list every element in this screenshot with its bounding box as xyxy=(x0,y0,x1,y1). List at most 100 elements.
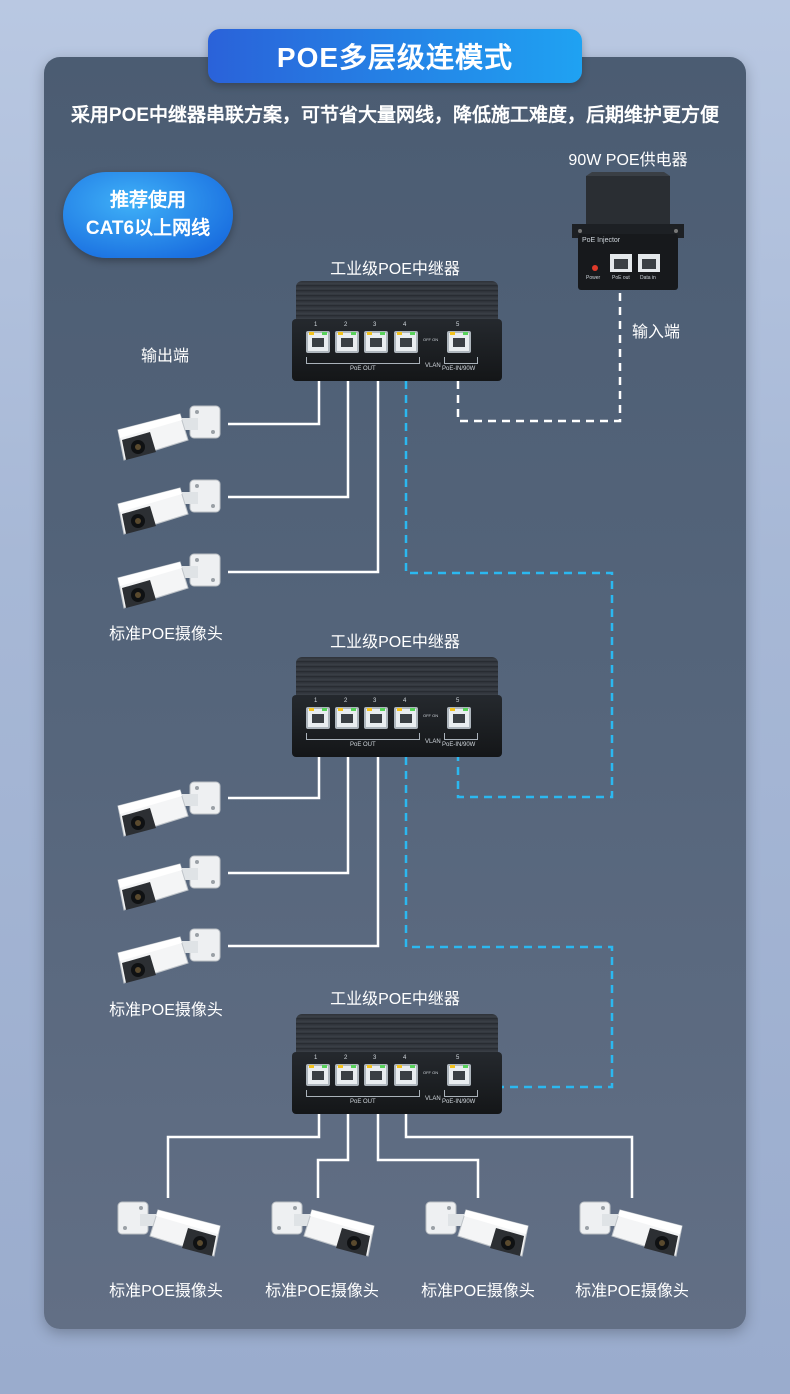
switch-text: OFF ON xyxy=(423,337,439,342)
port-num-5: 5 xyxy=(456,322,460,328)
poe-in-port xyxy=(447,1064,471,1086)
camera-label-4: 标准POE摄像头 xyxy=(265,1283,379,1300)
cable-r3-cam1 xyxy=(166,1114,321,1198)
repeater-1: 1 2 3 4 5 PoE OUT PoE-IN/90W OFF ON VLAN xyxy=(292,281,502,381)
cable-r3-cam4 xyxy=(404,1114,634,1198)
camera-icon xyxy=(416,1196,536,1266)
repeater-1-label: 工业级POE中继器 xyxy=(330,261,460,278)
poe-camera xyxy=(110,776,230,846)
vlan-text: VLAN xyxy=(425,363,441,369)
poe-out-port-3 xyxy=(364,707,388,729)
poe-out-port-3 xyxy=(364,331,388,353)
recommend-line-1: 推荐使用 xyxy=(109,190,186,211)
poe-in-port xyxy=(447,331,471,353)
port-num-4: 4 xyxy=(403,698,407,704)
poe-out-port-4 xyxy=(394,1064,418,1086)
poe-camera xyxy=(110,850,230,920)
poe-out-port-2 xyxy=(335,331,359,353)
camera-icon xyxy=(262,1196,382,1266)
poe-out-port-2 xyxy=(335,1064,359,1086)
recommend-badge: 推荐使用 CAT6以上网线 xyxy=(63,172,233,258)
injector-label: 90W POE供电器 xyxy=(568,152,688,169)
vlan-text: VLAN xyxy=(425,1096,441,1102)
poe-camera xyxy=(110,923,230,993)
cable-r2-cam2 xyxy=(228,757,350,875)
injector-icon xyxy=(572,172,684,290)
poe-camera xyxy=(108,1196,228,1266)
injector-port-in-text: Data in xyxy=(640,275,656,281)
cable-r2-cam1 xyxy=(228,757,321,800)
input-cable xyxy=(456,292,622,423)
port-num-2: 2 xyxy=(344,1055,348,1061)
switch-text: OFF ON xyxy=(423,1070,439,1075)
cable-r1-cam3 xyxy=(228,381,380,574)
camera-label-2: 标准POE摄像头 xyxy=(109,1002,223,1019)
poe-out-port-1 xyxy=(306,707,330,729)
poe-in-text: PoE-IN/90W xyxy=(442,1099,476,1105)
port-num-3: 3 xyxy=(373,322,377,328)
injector-power-text: Power xyxy=(586,275,601,281)
recommend-line-2: CAT6以上网线 xyxy=(85,218,211,239)
camera-label-1: 标准POE摄像头 xyxy=(109,626,223,643)
poe-out-port-4 xyxy=(394,707,418,729)
poe-camera xyxy=(110,474,230,544)
poe-camera xyxy=(262,1196,382,1266)
camera-label-3: 标准POE摄像头 xyxy=(109,1283,223,1300)
repeater-2: 1 2 3 4 5 PoE OUT PoE-IN/90W OFF ON VLAN xyxy=(292,657,502,757)
poe-out-port-4 xyxy=(394,331,418,353)
port-num-5: 5 xyxy=(456,1055,460,1061)
injector-device-text: PoE Injector xyxy=(582,237,621,244)
port-num-3: 3 xyxy=(373,698,377,704)
poe-in-port xyxy=(447,707,471,729)
poe-camera xyxy=(570,1196,690,1266)
poe-camera xyxy=(416,1196,536,1266)
poe-out-port-1 xyxy=(306,331,330,353)
output-label: 输出端 xyxy=(141,348,190,365)
poe-out-port-1 xyxy=(306,1064,330,1086)
port-num-4: 4 xyxy=(403,322,407,328)
cable-r3-cam2 xyxy=(316,1114,350,1198)
poe-in-text: PoE-IN/90W xyxy=(442,366,476,372)
camera-icon xyxy=(117,405,221,461)
port-num-3: 3 xyxy=(373,1055,377,1061)
port-num-1: 1 xyxy=(314,322,318,328)
camera-icon xyxy=(108,1196,228,1266)
vlan-text: VLAN xyxy=(425,739,441,745)
switch-text: OFF ON xyxy=(423,713,439,718)
poe-out-port-2 xyxy=(335,707,359,729)
poe-injector: PoE Injector Power PoE out Data in xyxy=(568,172,688,292)
camera-icon xyxy=(117,928,221,984)
cable-r2-cam3 xyxy=(228,757,380,948)
cable-r3-cam3 xyxy=(376,1114,480,1198)
port-num-1: 1 xyxy=(314,698,318,704)
camera-label-5: 标准POE摄像头 xyxy=(421,1283,535,1300)
repeater-2-label: 工业级POE中继器 xyxy=(330,634,460,651)
port-num-4: 4 xyxy=(403,1055,407,1061)
cascade-link-2 xyxy=(404,757,614,1089)
poe-out-text: PoE OUT xyxy=(350,1099,376,1105)
port-num-5: 5 xyxy=(456,698,460,704)
cable-r1-cam1 xyxy=(228,381,321,426)
poe-out-text: PoE OUT xyxy=(350,742,376,748)
camera-label-6: 标准POE摄像头 xyxy=(575,1283,689,1300)
page-subtitle: 采用POE中继器串联方案，可节省大量网线，降低施工难度，后期维护更方便 xyxy=(70,105,720,126)
injector-port-out-text: PoE out xyxy=(612,275,630,281)
camera-icon xyxy=(117,781,221,837)
repeater-3: 1 2 3 4 5 PoE OUT PoE-IN/90W OFF ON VLAN xyxy=(292,1014,502,1114)
port-num-2: 2 xyxy=(344,322,348,328)
poe-camera xyxy=(110,548,230,618)
page-title: POE多层级连模式 xyxy=(208,29,582,83)
camera-icon xyxy=(117,553,221,609)
cascade-link-1 xyxy=(404,381,614,799)
poe-camera xyxy=(110,400,230,470)
port-num-2: 2 xyxy=(344,698,348,704)
input-label: 输入端 xyxy=(632,324,681,341)
port-num-1: 1 xyxy=(314,1055,318,1061)
cable-r1-cam2 xyxy=(228,381,350,499)
poe-out-text: PoE OUT xyxy=(350,366,376,372)
camera-icon xyxy=(570,1196,690,1266)
camera-icon xyxy=(117,479,221,535)
camera-icon xyxy=(117,855,221,911)
poe-out-port-3 xyxy=(364,1064,388,1086)
